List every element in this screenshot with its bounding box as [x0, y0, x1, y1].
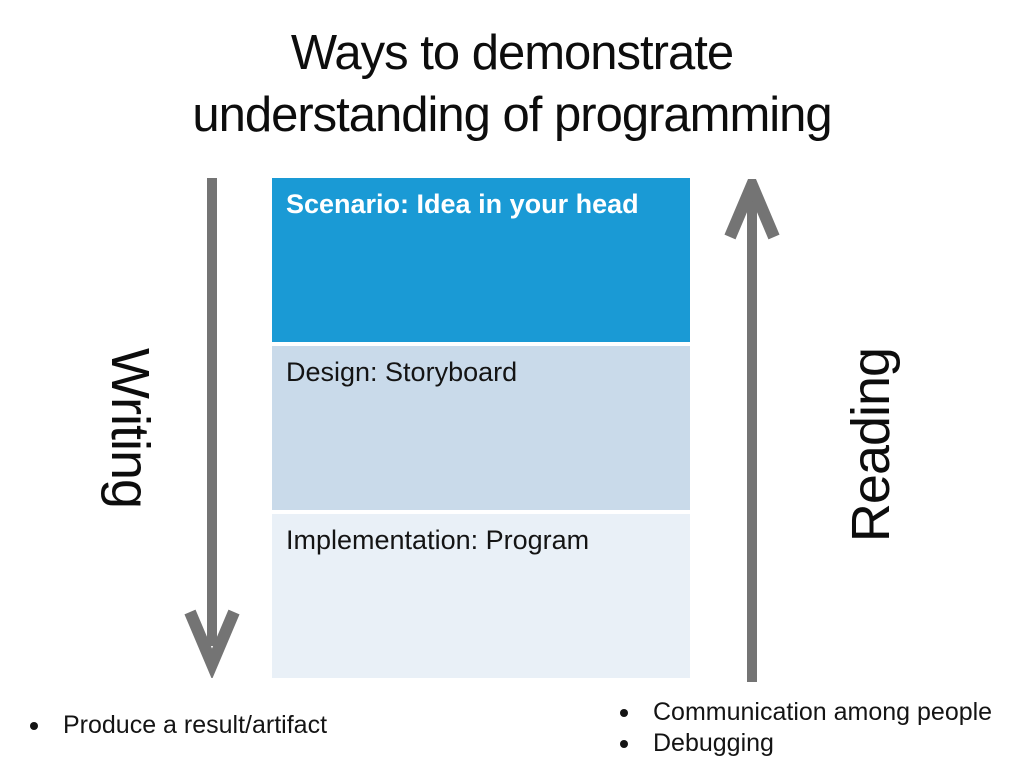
bullet-dot-icon	[30, 721, 38, 730]
stage-stack: Scenario: Idea in your head Design: Stor…	[272, 178, 690, 682]
stage-box-scenario-label: Scenario: Idea in your head	[286, 189, 639, 219]
bullet-item-label: Produce a result/artifact	[63, 711, 328, 739]
stage-box-scenario: Scenario: Idea in your head	[272, 178, 690, 342]
bullet-item: Debugging	[620, 728, 992, 759]
writing-bullet-list: Produce a result/artifact	[30, 710, 327, 741]
bullet-item-label: Communication among people	[653, 698, 993, 726]
down-arrow-icon	[184, 178, 240, 678]
writing-axis-label: Writing	[100, 347, 160, 509]
bullet-dot-icon	[620, 708, 628, 717]
stage-box-design-label: Design: Storyboard	[286, 357, 518, 387]
slide-title-line-2: understanding of programming	[192, 88, 832, 142]
reading-axis-label: Reading	[841, 347, 901, 543]
up-arrow-icon	[724, 179, 780, 682]
bullet-item: Produce a result/artifact	[30, 710, 327, 741]
stage-box-implementation: Implementation: Program	[272, 514, 690, 678]
bullet-item: Communication among people	[620, 697, 992, 728]
bullet-dot-icon	[620, 739, 628, 748]
stage-box-implementation-label: Implementation: Program	[286, 525, 590, 555]
stage-box-design: Design: Storyboard	[272, 346, 690, 510]
slide-title: Ways to demonstrate understanding of pro…	[0, 22, 1024, 146]
slide-title-line-1: Ways to demonstrate	[290, 26, 734, 80]
reading-bullet-list: Communication among people Debugging	[620, 697, 992, 759]
bullet-item-label: Debugging	[653, 729, 774, 757]
